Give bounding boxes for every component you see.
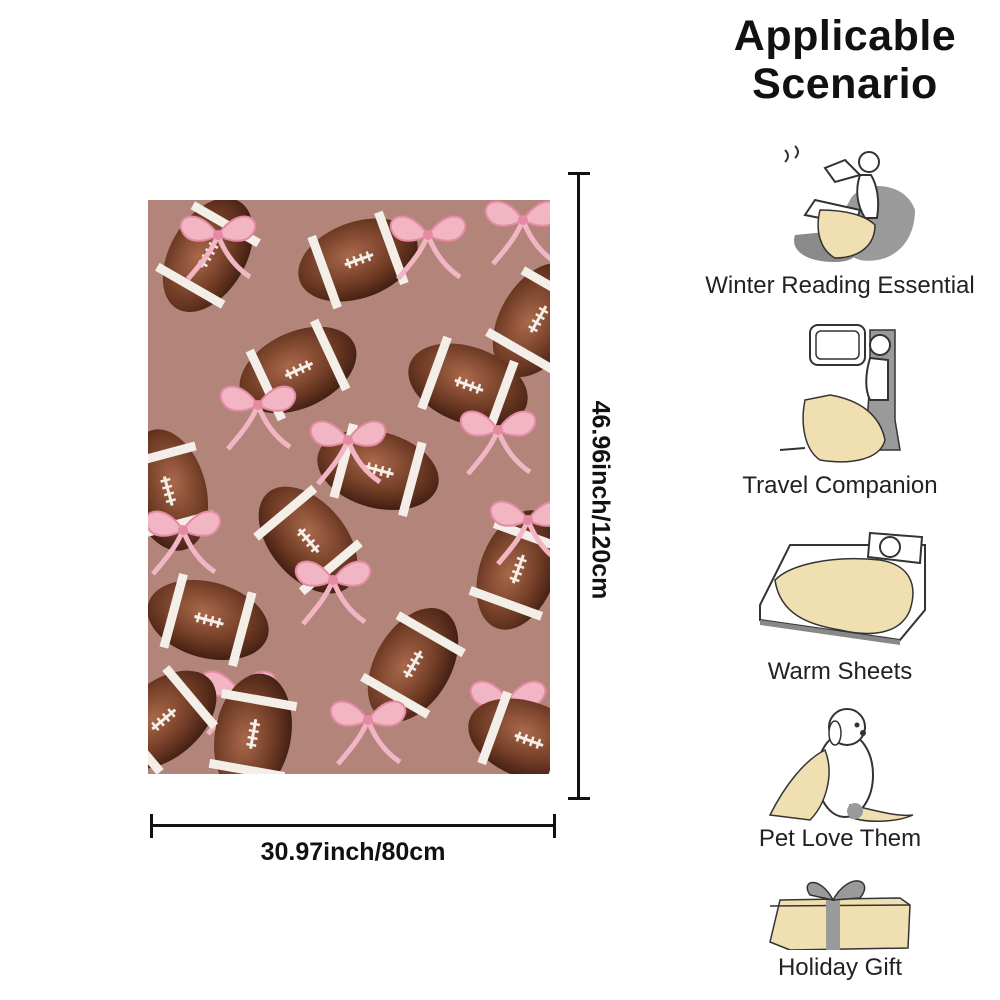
scenario-travel: Travel Companion [690,320,990,510]
scenario-caption: Winter Reading Essential [705,272,975,299]
panel-title: Applicable Scenario [690,12,1000,108]
height-label-text: 46.96inch/120cm [586,400,615,600]
scenario-holiday-gift: Holiday Gift [690,870,990,995]
scenario-pet: Pet Love Them [690,705,990,860]
person-in-bed-icon [750,525,930,650]
height-dimension-line [568,172,590,800]
scenario-warm-sheets: Warm Sheets [690,520,990,690]
scenario-caption: Travel Companion [742,472,938,499]
scenario-caption: Warm Sheets [767,658,913,685]
width-dimension-line [150,814,556,838]
scenario-caption: Pet Love Them [758,825,922,852]
gift-box-icon [760,870,920,955]
panel-title-line1: Applicable [733,12,957,60]
width-label: 30.97inch/80cm [260,838,446,866]
scenario-winter-reading: Winter Reading Essential [690,140,990,310]
blanket-pattern-image [148,200,550,774]
panel-title-line2: Scenario [752,60,938,108]
dog-icon [765,705,915,830]
person-reading-icon [765,140,915,270]
person-in-seat-icon [770,320,910,470]
scenario-caption: Holiday Gift [777,954,903,981]
